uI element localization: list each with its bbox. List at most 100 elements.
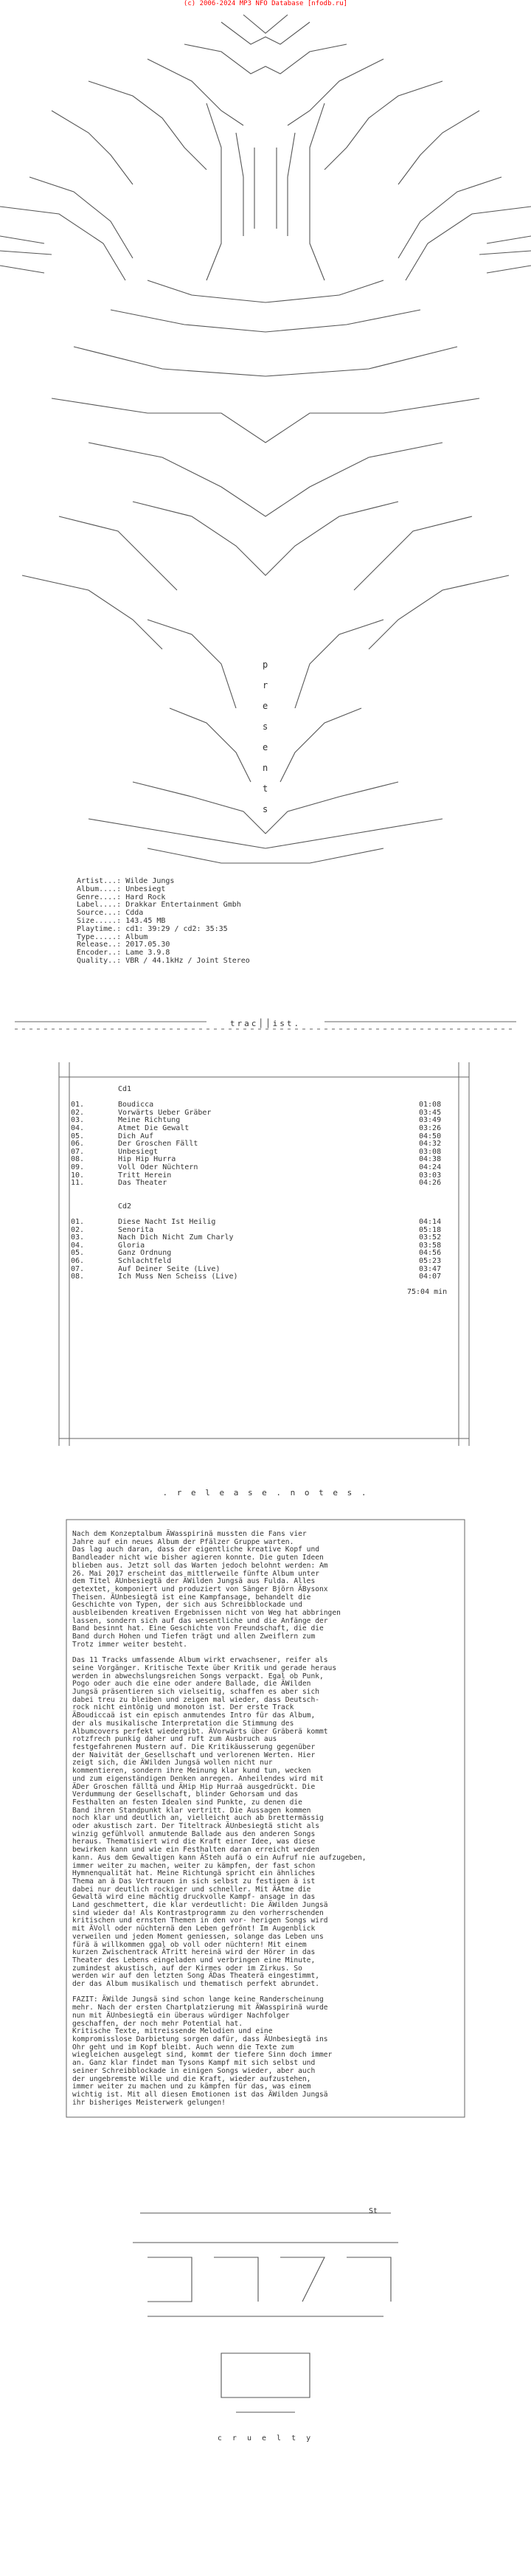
spacer <box>71 1188 448 1196</box>
track-number: 04. <box>71 1123 85 1132</box>
track-row: 03. Nach Dich Nicht Zum Charly 03:52 <box>71 1234 448 1242</box>
track-duration: 04:07 <box>419 1273 442 1281</box>
track-number: 08. <box>71 1273 85 1281</box>
track-number: 11. <box>71 1179 85 1188</box>
presents-letter: t <box>263 783 268 794</box>
track-title: Nach Dich Nicht Zum Charly <box>118 1233 234 1242</box>
track-row: 04. Atmet Die Gewalt 03:26 <box>71 1123 448 1133</box>
track-duration: 03:03 <box>419 1171 442 1180</box>
cd-label: Cd2 <box>118 1202 132 1211</box>
track-duration: 03:45 <box>419 1108 442 1117</box>
track-duration: 04:24 <box>419 1163 442 1171</box>
track-row: 07. Unbesiegt 03:08 <box>71 1147 448 1157</box>
info-line: Playtime.: cd1: 39:29 / cd2: 35:35 <box>77 924 228 933</box>
track-row: 02. Vorwärts Ueber Gräber 03:45 <box>71 1109 448 1118</box>
release-notes: Nach dem Konzeptalbum ÄWasspirinä musste… <box>72 1530 367 2107</box>
presents-letter: e <box>263 701 268 711</box>
info-line: Album....: Unbesiegt <box>77 884 166 893</box>
track-number: 01. <box>71 1101 85 1109</box>
info-line: Size.....: 143.45 MB <box>77 916 166 925</box>
track-title: Boudicca <box>118 1101 154 1109</box>
track-number: 06. <box>71 1140 85 1149</box>
bottom-logo-art <box>133 2212 398 2413</box>
track-title: Vorwärts Ueber Gräber <box>118 1108 212 1117</box>
info-line: Source...: Cdda <box>77 909 144 918</box>
site-header: (c) 2006-2024 MP3 NFO Database [nfodb.ru… <box>183 0 348 7</box>
track-duration: 04:26 <box>419 1179 442 1188</box>
release-info: Artist...: Wilde Jungs Album....: Unbesi… <box>77 877 250 966</box>
track-number: 05. <box>71 1132 85 1140</box>
track-row: 08. Hip Hip Hurra 04:38 <box>71 1156 448 1164</box>
track-title: Voll Oder Nüchtern <box>118 1163 198 1171</box>
track-duration: 03:52 <box>419 1233 442 1242</box>
track-row: 06. Der Groschen Fällt 04:32 <box>71 1140 448 1149</box>
track-title: Atmet Die Gewalt <box>118 1123 190 1132</box>
track-title: Auf Deiner Seite (Live) <box>118 1264 221 1273</box>
track-duration: 04:50 <box>419 1132 442 1140</box>
track-title: Gloria <box>118 1241 145 1250</box>
info-line: Label....: Drakkar Entertainment Gmbh <box>77 901 241 910</box>
track-number: 08. <box>71 1155 85 1164</box>
track-number: 04. <box>71 1241 85 1250</box>
presents-letter: r <box>263 680 268 690</box>
track-title: Dich Auf <box>118 1132 154 1140</box>
track-duration: 05:18 <box>419 1225 442 1234</box>
track-row: 08. Ich Muss Nen Scheiss (Live) 04:07 <box>71 1273 448 1281</box>
track-title: Ganz Ordnung <box>118 1249 172 1258</box>
track-title: Meine Richtung <box>118 1116 181 1125</box>
track-row: 07.Auf Deiner Seite (Live)03:47 <box>71 1264 448 1274</box>
track-row: 01. Diese Nacht Ist Heilig 04:14 <box>71 1218 448 1227</box>
info-line: Genre....: Hard Rock <box>77 893 166 901</box>
track-number: 02. <box>71 1108 85 1117</box>
tracklist-title: trac││ist. <box>229 1019 302 1028</box>
info-line: Artist...: Wilde Jungs <box>77 877 175 885</box>
track-title: Tritt Herein <box>118 1171 172 1180</box>
track-duration: 03:47 <box>419 1264 442 1273</box>
track-number: 07. <box>71 1147 85 1156</box>
top-dragon-art <box>0 14 531 864</box>
track-title: Der Groschen Fällt <box>118 1140 198 1149</box>
track-duration: 04:38 <box>419 1155 442 1164</box>
track-title: Hip Hip Hurra <box>118 1155 176 1164</box>
track-row: 03. Meine Richtung 03:49 <box>71 1117 448 1125</box>
total-row: 75:04 min <box>71 1289 448 1297</box>
track-title: Diese Nacht Ist Heilig <box>118 1218 216 1227</box>
presents-letter: p <box>263 659 268 670</box>
cd-label: Cd1 <box>118 1085 132 1093</box>
track-number: 03. <box>71 1233 85 1242</box>
track-title: Ich Muss Nen Scheiss (Live) <box>118 1273 238 1281</box>
track-duration: 04:32 <box>419 1140 442 1149</box>
group-name: c r u e l t y <box>217 2434 314 2442</box>
presents-letter: n <box>263 763 268 773</box>
track-title: Schlachtfeld <box>118 1257 172 1266</box>
track-title: Das Theater <box>118 1179 167 1188</box>
track-number: 03. <box>71 1116 85 1125</box>
track-title: Unbesiegt <box>118 1147 159 1156</box>
presents-letter: e <box>263 742 268 752</box>
track-title: Senorita <box>118 1225 154 1234</box>
presents-column: p r e s e n t s <box>263 659 268 814</box>
track-row: 04. Gloria 03:58 <box>71 1242 448 1250</box>
info-line: Type.....: Album <box>77 932 148 941</box>
track-row: 02. Senorita 05:18 <box>71 1225 448 1235</box>
track-duration: 03:49 <box>419 1116 442 1125</box>
track-duration: 03:08 <box>419 1147 442 1156</box>
spacer <box>71 1281 448 1289</box>
track-number: 01. <box>71 1218 85 1227</box>
track-row: 05. Dich Auf 04:50 <box>71 1132 448 1141</box>
track-duration: 04:14 <box>419 1218 442 1227</box>
track-duration: 03:26 <box>419 1123 442 1132</box>
track-duration: 04:56 <box>419 1249 442 1258</box>
track-row: 11. Das Theater 04:26 <box>71 1180 448 1188</box>
track-number: 02. <box>71 1225 85 1234</box>
track-row: 10. Tritt Herein 03:03 <box>71 1171 448 1180</box>
logo-tag: St <box>369 2207 378 2215</box>
track-duration: 03:58 <box>419 1241 442 1250</box>
track-number: 10. <box>71 1171 85 1180</box>
track-duration: 05:23 <box>419 1257 442 1266</box>
